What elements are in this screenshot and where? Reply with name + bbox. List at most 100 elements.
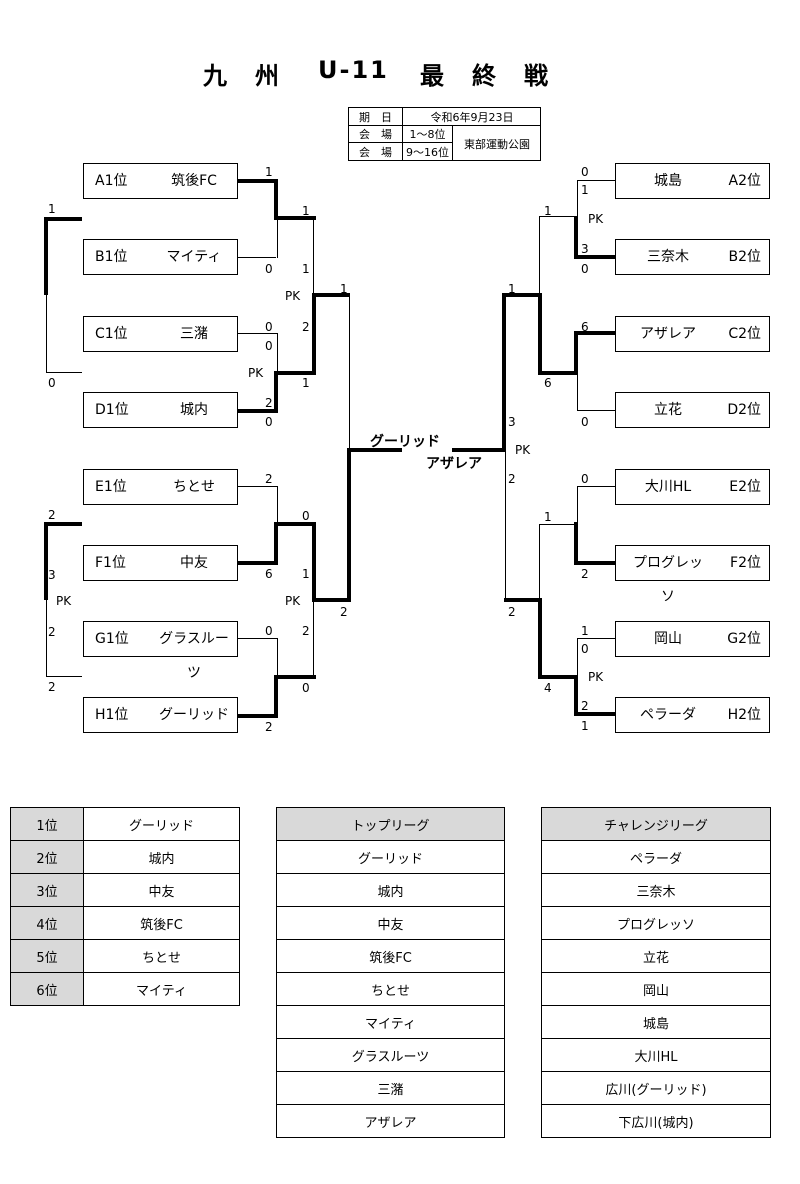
bracket-line bbox=[574, 675, 578, 716]
bracket-line bbox=[277, 219, 278, 258]
bracket-line bbox=[238, 561, 278, 565]
score-label: 2 bbox=[508, 472, 516, 486]
team-name: ちとせ bbox=[173, 479, 215, 495]
team-name: 岡山 bbox=[654, 631, 682, 647]
team-box-b1: B1位マイティ bbox=[83, 239, 238, 275]
bracket-line bbox=[574, 522, 578, 565]
table-row: アザレア bbox=[276, 1104, 505, 1138]
date-value: 令和6年9月23日 bbox=[403, 108, 541, 126]
rank-cell: 3位 bbox=[10, 873, 84, 907]
table-row: マイティ bbox=[276, 1005, 505, 1039]
pk-label: PK bbox=[285, 289, 301, 303]
score-label: 1 bbox=[48, 202, 56, 216]
table-row: 筑後FC bbox=[276, 939, 505, 973]
bracket-line bbox=[577, 180, 578, 218]
team-cell: 中友 bbox=[83, 873, 240, 907]
team-box-c1: C1位三潴 bbox=[83, 316, 238, 352]
table-row: 2位城内 bbox=[10, 840, 240, 874]
bracket-line bbox=[312, 598, 350, 602]
pk-label: PK bbox=[588, 670, 604, 684]
team-box-h1: H1位グーリッド bbox=[83, 697, 238, 733]
pk-label: PK bbox=[285, 594, 301, 608]
score-label: 1 bbox=[581, 183, 589, 197]
team-cell: 三奈木 bbox=[541, 873, 771, 907]
bracket-line bbox=[539, 216, 578, 217]
pk-label: PK bbox=[248, 366, 264, 380]
score-label: 1 bbox=[302, 567, 310, 581]
team-cell: 立花 bbox=[541, 939, 771, 973]
bracket-line bbox=[277, 638, 278, 678]
rank-cell: 6位 bbox=[10, 972, 84, 1006]
bracket-line bbox=[347, 448, 351, 602]
event-info-box: 期 日 令和6年9月23日 会 場 1～8位 会 場 9～16位 東部運動公園 bbox=[348, 107, 541, 161]
bracket-line bbox=[313, 600, 314, 677]
team-box-d1: D1位 城内 bbox=[83, 392, 238, 428]
table-row: 中友 bbox=[276, 906, 505, 940]
table-header: チャレンジリーグ bbox=[541, 807, 771, 841]
score-label: 2 bbox=[302, 624, 310, 638]
score-label: 1 bbox=[508, 282, 516, 296]
seed-label: F1位 bbox=[95, 555, 126, 571]
team-cell: ちとせ bbox=[276, 972, 505, 1006]
bracket-line bbox=[577, 331, 616, 335]
table-row: グラスルーツ bbox=[276, 1038, 505, 1072]
bracket-line bbox=[46, 598, 47, 677]
team-name: 三奈木 bbox=[647, 249, 689, 265]
bracket-line bbox=[312, 293, 316, 375]
bracket-line bbox=[577, 561, 616, 565]
score-label: 1 bbox=[581, 719, 589, 733]
score-label: 0 bbox=[48, 376, 56, 390]
table-header-row: チャレンジリーグ bbox=[541, 807, 771, 841]
score-label: 0 bbox=[265, 415, 273, 429]
bracket-line bbox=[539, 216, 540, 295]
bracket-line bbox=[46, 372, 82, 373]
bracket-line bbox=[277, 486, 278, 526]
team-cell: アザレア bbox=[276, 1104, 505, 1138]
seed-label: F2位 bbox=[730, 555, 761, 571]
score-label: 1 bbox=[302, 262, 310, 276]
score-label: 0 bbox=[265, 262, 273, 276]
score-label: 2 bbox=[508, 605, 516, 619]
team-cell: 城内 bbox=[83, 840, 240, 874]
score-label: 3 bbox=[581, 242, 589, 256]
table-row: 1位グーリッド bbox=[10, 807, 240, 841]
bracket-line bbox=[274, 179, 278, 219]
bracket-line bbox=[574, 216, 578, 259]
seed-label: E1位 bbox=[95, 479, 127, 495]
table-header: トップリーグ bbox=[276, 807, 505, 841]
bracket-line bbox=[538, 293, 542, 375]
bracket-line bbox=[44, 217, 48, 295]
bracket-line bbox=[577, 712, 616, 716]
seed-label: D1位 bbox=[95, 402, 129, 418]
table-header-row: トップリーグ bbox=[276, 807, 505, 841]
score-label: 3 bbox=[48, 568, 56, 582]
score-label: 2 bbox=[581, 567, 589, 581]
venue-label-1: 会 場 bbox=[349, 126, 403, 143]
pk-label: PK bbox=[56, 594, 72, 608]
bracket-line bbox=[238, 333, 278, 334]
bracket-line bbox=[46, 295, 47, 373]
score-label: 2 bbox=[265, 472, 273, 486]
team-name: 城内 bbox=[180, 402, 208, 418]
bracket-line bbox=[574, 331, 578, 373]
bracket-line bbox=[274, 371, 278, 413]
final-right-name: アザレア bbox=[426, 456, 482, 472]
rank-cell: 4位 bbox=[10, 906, 84, 940]
table-row: 城島 bbox=[541, 1005, 771, 1039]
score-label: 6 bbox=[544, 376, 552, 390]
bracket-line bbox=[274, 675, 316, 679]
table-row: ペラーダ bbox=[541, 840, 771, 874]
team-cell: ちとせ bbox=[83, 939, 240, 973]
team-name: グラスルーツ bbox=[159, 631, 229, 681]
bracket-line bbox=[577, 371, 578, 411]
top-league-table: トップリーグ グーリッド 城内 中友 筑後FC ちとせ マイティ グラスルーツ … bbox=[276, 807, 505, 1138]
bracket-line bbox=[577, 410, 616, 411]
score-label: 6 bbox=[581, 320, 589, 334]
bracket-line bbox=[347, 448, 402, 452]
bracket-line bbox=[277, 333, 278, 373]
team-cell: グラスルーツ bbox=[276, 1038, 505, 1072]
bracket-line bbox=[312, 293, 350, 297]
score-label: 1 bbox=[544, 204, 552, 218]
bracket-line bbox=[502, 293, 542, 297]
